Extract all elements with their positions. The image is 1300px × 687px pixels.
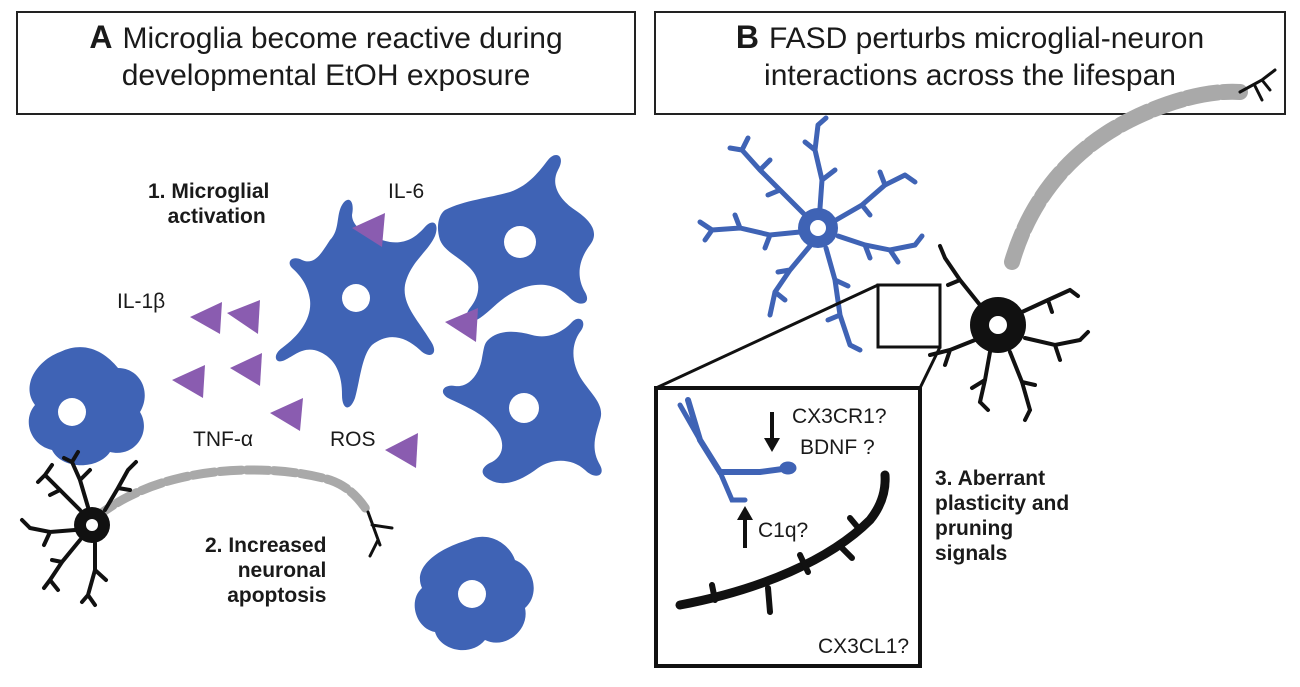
activated-microglia-top-right <box>437 155 595 321</box>
inset-dendrite <box>675 470 890 615</box>
il6-label: IL-6 <box>388 180 425 203</box>
zoom-source-box <box>876 283 942 349</box>
il1b-label: IL-1β <box>117 290 166 313</box>
step2-line2: neuronal <box>237 559 327 582</box>
step3-line4: signals <box>935 542 1008 565</box>
apoptotic-neuron <box>20 450 394 607</box>
cytokine-triangles <box>172 213 478 468</box>
bdnf-label: BDNF ? <box>800 436 875 459</box>
panel-a-title-line2: developmental EtOH exposure <box>121 59 531 92</box>
step3-line3: pruning <box>935 517 1014 540</box>
cx3cl1-label: CX3CL1? <box>818 635 910 658</box>
step2-label: 2. Increased neuronal apoptosis <box>205 533 326 608</box>
down-arrow-head <box>764 438 780 452</box>
tnfa-label: TNF-α <box>193 428 253 451</box>
panel-b-title-line1: FASD perturbs microglial-neuron <box>768 22 1205 55</box>
panel-a-letter: A <box>89 19 113 55</box>
amoeboid-microglia-left <box>28 347 145 466</box>
inset-arrows <box>737 412 780 548</box>
step2-line1: 2. Increased <box>205 534 327 557</box>
healthy-neuron <box>928 68 1277 422</box>
ramified-microglia <box>697 115 925 353</box>
cx3cr1-label: CX3CR1? <box>792 405 887 428</box>
panel-a-title: A Microglia become reactive during develo… <box>16 11 636 115</box>
activated-microglia-bottom-right <box>442 318 602 484</box>
c1q-label: C1q? <box>758 519 809 542</box>
panel-a-title-line1: Microglia become reactive during <box>122 22 563 55</box>
step1-line1: 1. Microglial <box>148 180 270 203</box>
zoom-line-right <box>918 346 942 389</box>
step1-label: 1. Microglial activation <box>148 179 269 229</box>
ros-label: ROS <box>330 428 376 451</box>
step1-line2: activation <box>167 205 266 228</box>
panel-b-title-line2: interactions across the lifespan <box>764 59 1176 92</box>
inset-microglia-process <box>677 397 797 503</box>
step3-line1: 3. Aberrant <box>935 467 1046 490</box>
activated-microglia-center <box>275 199 437 408</box>
up-arrow-head <box>737 506 753 520</box>
step3-line2: plasticity and <box>935 492 1070 515</box>
amoeboid-microglia-bottom <box>414 536 534 651</box>
step2-line3: apoptosis <box>227 584 327 607</box>
zoom-line-left <box>655 283 879 390</box>
step3-label: 3. Aberrant plasticity and pruning signa… <box>935 466 1069 566</box>
zoom-callout <box>654 283 942 668</box>
panel-b-letter: B <box>735 19 759 55</box>
